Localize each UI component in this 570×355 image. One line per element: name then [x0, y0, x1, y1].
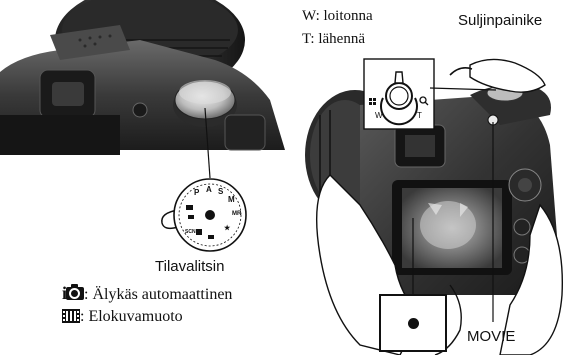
shutter-button-label: Suljinpainike [458, 12, 542, 29]
movie-button-label: MOVIE [467, 328, 515, 345]
zoom-t-label: T: lähennä [302, 31, 365, 48]
zoom-w-label: W: loitonna [302, 8, 373, 25]
record-dot-icon [408, 318, 419, 329]
record-button-callout [379, 294, 447, 352]
